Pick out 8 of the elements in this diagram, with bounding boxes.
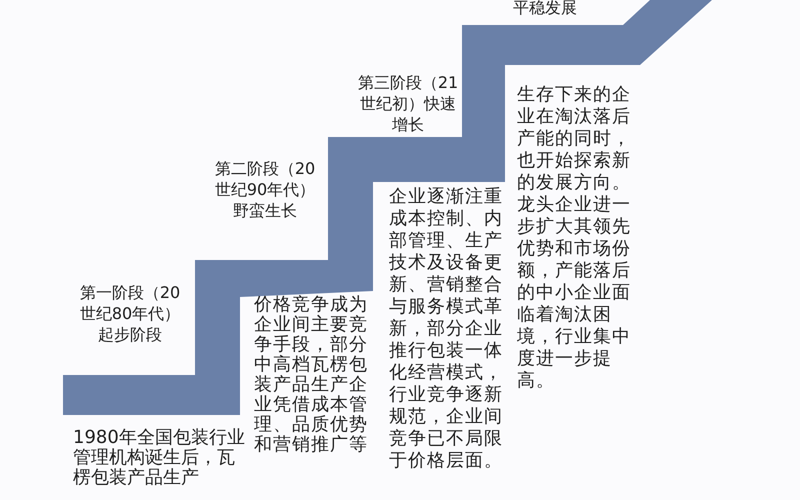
stage-description: 生存下来的企业在淘汰落后产能的同时，也开始探索新的发展方向。龙头企业进一步扩大其领先优势和市场份额，产能落后的中小企业面临着淘汰困境，行业集中度进一步提高。	[517, 84, 632, 392]
stage-description: 1980年全国包装行业管理机构诞生后，瓦楞包装产品生产	[73, 428, 246, 488]
stage-description: 价格竞争成为企业间主要竞争手段，部分中高档瓦楞包装产品生产企业凭借成本管理、品质优势和营销推广等	[254, 295, 369, 455]
stage-title: 平稳发展	[512, 0, 578, 18]
stage-description: 企业逐渐注重成本控制、内部管理、生产技术及设备更新、营销整合与服务模式革新，部分企业推行包装一体化经营模式，行业竞争逐新规范，企业间竞争已不局限于价格层面。	[389, 186, 504, 472]
stage-title: 第三阶段（21世纪初）快速增长	[356, 72, 460, 135]
stage-title: 第二阶段（20世纪90年代）野蛮生长	[214, 158, 316, 221]
stage-title: 第一阶段（20世纪80年代）起步阶段	[78, 282, 182, 345]
